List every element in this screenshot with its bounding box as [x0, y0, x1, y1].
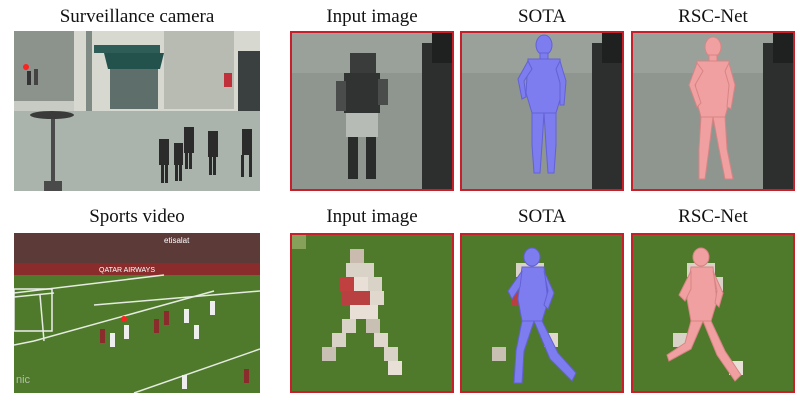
surveillance-scene-image — [14, 31, 260, 191]
rscnet-body-mesh — [688, 36, 736, 180]
row2-sota-label: SOTA — [517, 206, 567, 227]
row1-rscnet-image — [631, 31, 795, 191]
sports-scene-image: etisalat QATAR AIRWAYS nic — [14, 233, 260, 393]
row1-sota-image — [460, 31, 624, 191]
row2-rscnet-label: RSC-Net — [678, 206, 748, 227]
row2-sota-image — [460, 233, 624, 393]
row1-source-label: Surveillance camera — [59, 6, 215, 27]
row2-source-label: Sports video — [89, 206, 185, 227]
row1-sota-label: SOTA — [517, 6, 567, 27]
row2-input-image — [290, 233, 454, 393]
row2-input-label: Input image — [326, 206, 418, 227]
ad-board-text-2: QATAR AIRWAYS — [99, 267, 155, 274]
row1-input-label: Input image — [326, 6, 418, 27]
sota-body-mesh — [517, 34, 567, 174]
watermark-text: nic — [16, 374, 31, 386]
ad-board-text-1: etisalat — [164, 236, 190, 245]
row1-input-image — [290, 31, 454, 191]
sota-body-mesh — [507, 247, 577, 384]
rscnet-body-mesh — [666, 247, 742, 382]
row2-rscnet-image — [631, 233, 795, 393]
row1-rscnet-label: RSC-Net — [678, 6, 748, 27]
target-marker — [23, 64, 29, 70]
